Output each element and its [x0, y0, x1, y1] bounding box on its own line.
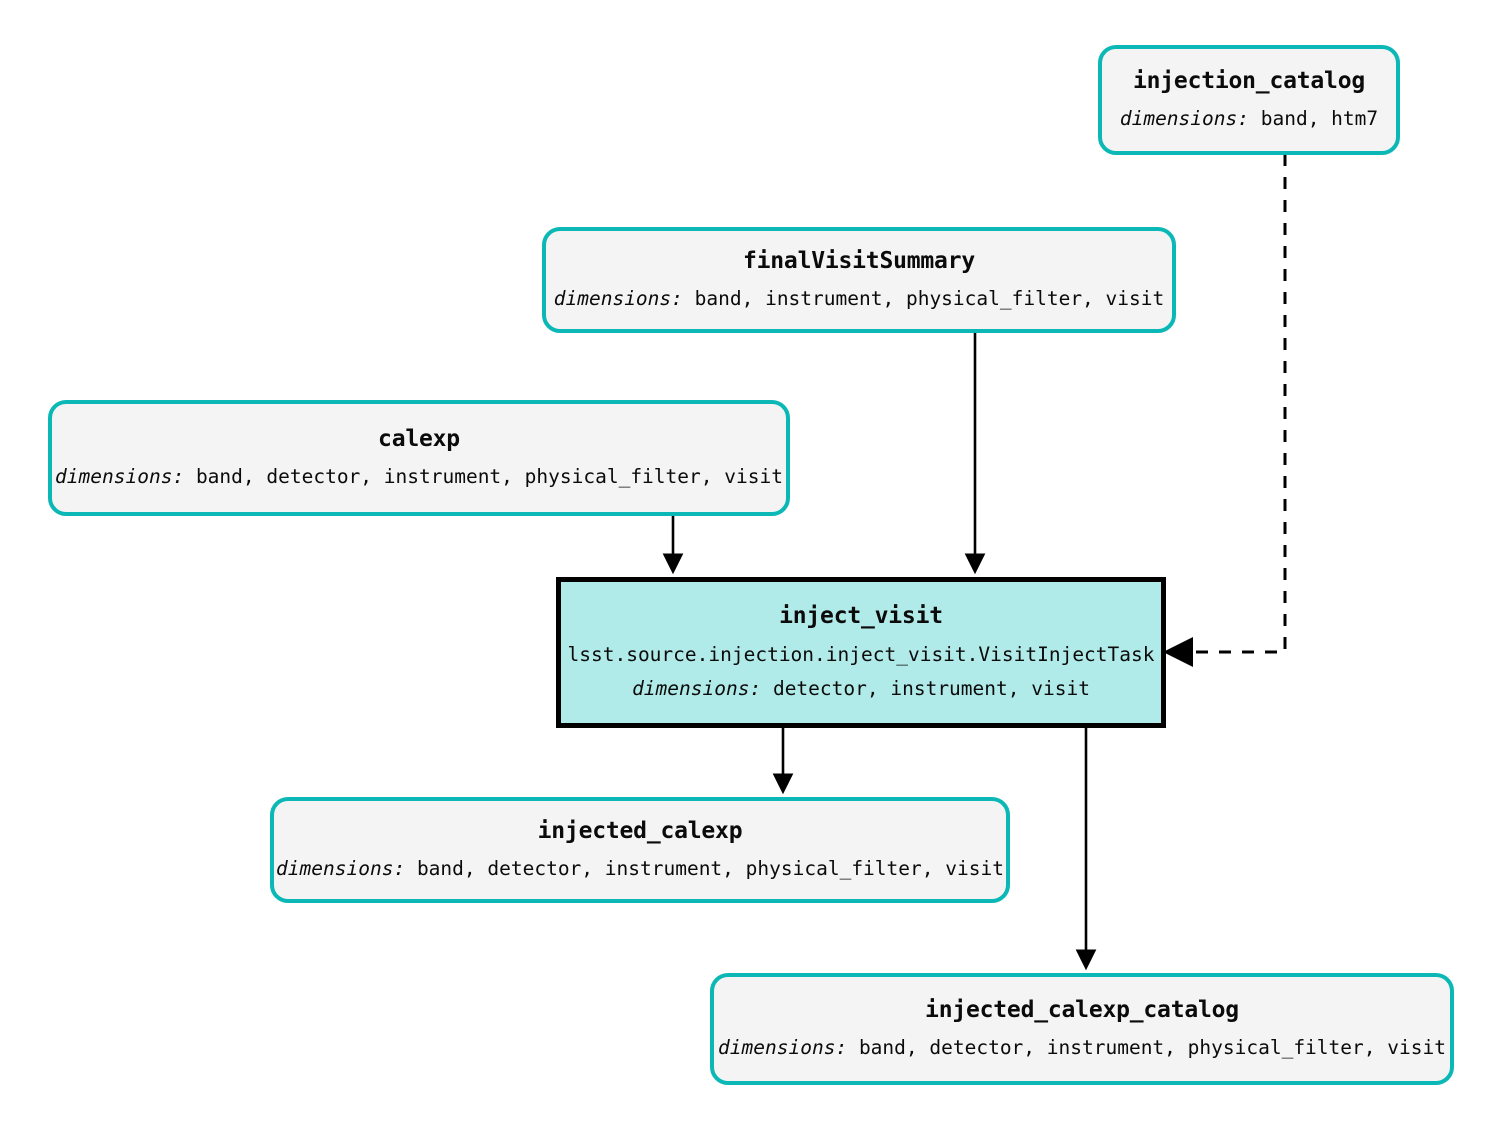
node-calexp[interactable]: calexp dimensions: band, detector, instr… — [48, 400, 790, 516]
dimensions-label: dimensions: — [55, 465, 185, 489]
node-finalvisitsummary[interactable]: finalVisitSummary dimensions: band, inst… — [542, 227, 1176, 333]
dimensions-value: band, detector, instrument, physical_fil… — [858, 1036, 1446, 1060]
node-title: injection_catalog — [1132, 68, 1365, 95]
node-title: injected_calexp — [537, 818, 743, 845]
edge-injection-catalog-to-inject-visit — [1163, 154, 1287, 667]
node-dimensions: dimensions: band, detector, instrument, … — [55, 466, 783, 488]
node-injected-calexp-catalog[interactable]: injected_calexp_catalog dimensions: band… — [710, 973, 1454, 1085]
node-dimensions: dimensions: band, detector, instrument, … — [718, 1037, 1446, 1059]
node-title: inject_visit — [779, 603, 943, 630]
dimensions-label: dimensions: — [632, 677, 762, 701]
node-dimensions: dimensions: band, detector, instrument, … — [276, 858, 1004, 880]
node-dimensions: dimensions: band, instrument, physical_f… — [554, 288, 1165, 310]
dimensions-value: detector, instrument, visit — [772, 677, 1090, 701]
node-injected-calexp[interactable]: injected_calexp dimensions: band, detect… — [270, 797, 1010, 903]
dimensions-value: band, instrument, physical_filter, visit — [694, 287, 1165, 311]
dimensions-label: dimensions: — [718, 1036, 848, 1060]
dimensions-label: dimensions: — [553, 287, 683, 311]
dimensions-value: band, detector, instrument, physical_fil… — [416, 857, 1004, 881]
node-title: injected_calexp_catalog — [925, 997, 1239, 1024]
dimensions-value: band, htm7 — [1260, 107, 1379, 131]
node-task-class: lsst.source.injection.inject_visit.Visit… — [567, 642, 1155, 666]
node-inject-visit-task[interactable]: inject_visit lsst.source.injection.injec… — [556, 577, 1166, 728]
node-title: finalVisitSummary — [742, 248, 975, 275]
node-title: calexp — [378, 426, 460, 453]
dimensions-label: dimensions: — [276, 857, 406, 881]
node-dimensions: dimensions: detector, instrument, visit — [632, 677, 1090, 701]
dimensions-value: band, detector, instrument, physical_fil… — [195, 465, 783, 489]
node-dimensions: dimensions: band, htm7 — [1120, 108, 1378, 130]
node-injection-catalog[interactable]: injection_catalog dimensions: band, htm7 — [1098, 45, 1400, 155]
dimensions-label: dimensions: — [1119, 107, 1249, 131]
